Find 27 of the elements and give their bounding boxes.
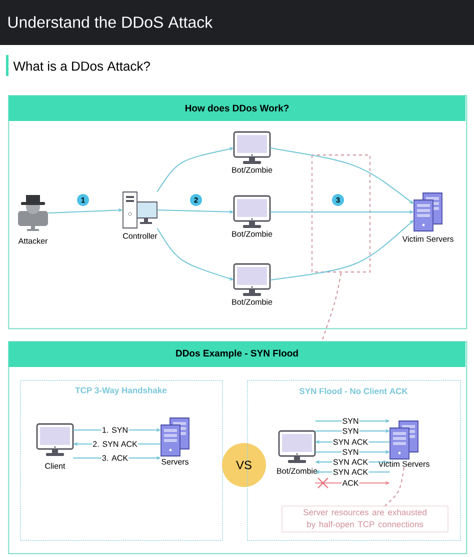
edge-label: 2. SYN ACK: [92, 440, 138, 448]
panel-title: SYN Flood - No Client ACK: [299, 388, 408, 394]
panel-header: DDos Example - SYN Flood: [8, 342, 466, 367]
edge-label: SYN ACK: [332, 438, 369, 446]
section-heading: What is a DDos Attack?: [6, 55, 150, 76]
node-label: Victim Servers: [402, 236, 454, 242]
edge-label: 1. SYN: [101, 426, 129, 434]
node-label: Servers: [162, 458, 188, 465]
edge-label: SYN: [342, 448, 360, 456]
edge-label: ACK: [342, 480, 360, 486]
edge-label: SYN ACK: [332, 468, 369, 476]
panel-header: How does DDos Work?: [8, 96, 466, 121]
node-label: Client: [45, 462, 66, 469]
edge-label: SYN: [342, 428, 360, 434]
node-label: Controller: [123, 232, 158, 239]
edge-label: SYN ACK: [332, 458, 369, 466]
title-bar: Understand the DDoS Attack: [0, 0, 474, 45]
node-label: Bot/Zombie: [232, 166, 272, 173]
node-label: Bot/Zombie: [232, 230, 272, 237]
vs-badge: VS: [222, 443, 266, 487]
node-label: Attacker: [18, 238, 48, 244]
panel-title: TCP 3-Way Handshake: [75, 387, 167, 395]
note-box: Server resources are exhausted by half-open TCP connections: [282, 506, 448, 532]
edge-label: SYN: [342, 418, 360, 424]
node-label: Bot/Zombie: [277, 468, 318, 474]
node-label: Bot/Zombie: [232, 298, 272, 305]
edge-label: 3. ACK: [101, 454, 129, 462]
